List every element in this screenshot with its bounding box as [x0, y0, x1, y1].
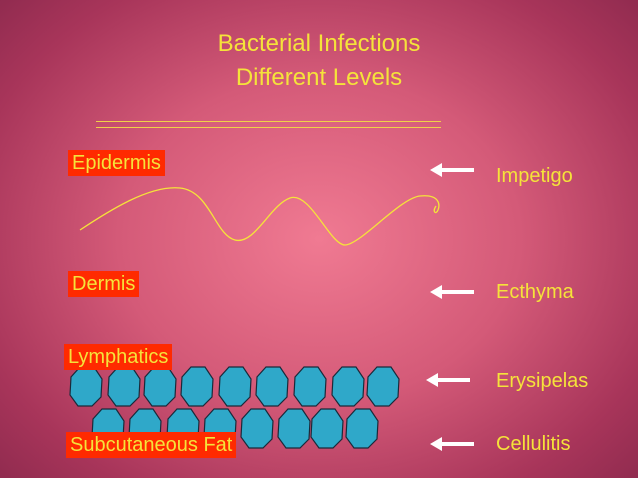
fat-cell: [107, 366, 141, 407]
disease-erysipelas: Erysipelas: [496, 370, 589, 392]
title-underline-top: [96, 121, 441, 122]
layer-label-subcutaneous-fat: Subcutaneous Fat: [66, 432, 237, 458]
title-underline-bottom: [96, 127, 441, 128]
arrow-left-icon: [426, 373, 470, 387]
slide-title-line-1: Bacterial Infections: [217, 30, 421, 57]
fat-cell: [69, 366, 103, 407]
layer-label-epidermis: Epidermis: [68, 150, 165, 176]
fat-cell: [293, 366, 327, 407]
fat-cell: [143, 366, 177, 407]
fat-cell: [366, 366, 400, 407]
fat-cell: [255, 366, 289, 407]
fat-cell: [240, 408, 274, 449]
fat-cell: [180, 366, 214, 407]
epidermis-dermis-wave: [79, 187, 440, 246]
fat-cells-row-top: [69, 366, 400, 407]
fat-cell: [331, 366, 365, 407]
layer-label-lymphatics: Lymphatics: [64, 344, 173, 370]
fat-cell: [218, 366, 252, 407]
arrow-left-icon: [430, 163, 474, 177]
layer-label-dermis: Dermis: [68, 271, 140, 297]
arrow-left-icon: [430, 285, 474, 299]
fat-cell: [277, 408, 311, 449]
arrow-left-icon: [430, 437, 474, 451]
disease-impetigo: Impetigo: [496, 165, 573, 187]
fat-cell: [345, 408, 379, 449]
disease-ecthyma: Ecthyma: [496, 281, 574, 303]
fat-cell: [310, 408, 344, 449]
slide-title-line-2: Different Levels: [235, 64, 403, 91]
disease-cellulitis: Cellulitis: [496, 433, 571, 455]
